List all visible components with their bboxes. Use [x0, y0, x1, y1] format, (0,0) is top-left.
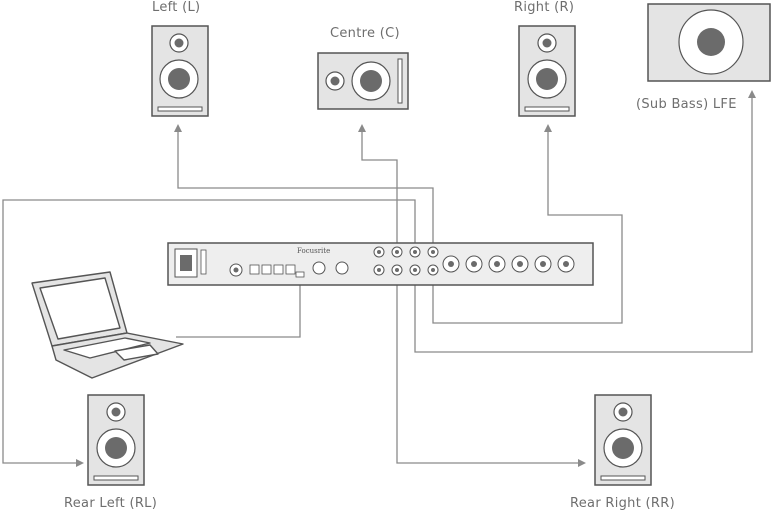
cable-rear-left — [2, 199, 416, 467]
brand-logo: Focusrite — [297, 247, 330, 255]
label-centre: Centre (C) — [330, 26, 400, 41]
cable-rear-right — [396, 276, 586, 467]
laptop-icon — [31, 271, 184, 379]
speaker-centre-icon — [317, 52, 409, 110]
subwoofer-icon — [647, 3, 771, 82]
speaker-left-icon — [151, 25, 209, 117]
cable-lfe — [414, 90, 756, 353]
cable-left — [174, 124, 434, 258]
label-sub: (Sub Bass) LFE — [636, 97, 737, 112]
cable-centre — [358, 124, 398, 258]
cable-right — [432, 124, 623, 324]
cable-lines — [2, 90, 756, 467]
label-right: Right (R) — [514, 0, 575, 15]
speaker-rear-left-icon — [87, 394, 145, 486]
audio-interface-icon: Focusrite — [167, 242, 594, 286]
cable-usb — [176, 278, 301, 338]
label-left: Left (L) — [152, 0, 201, 15]
label-rear-left: Rear Left (RL) — [64, 496, 158, 511]
speaker-rear-right-icon — [594, 394, 652, 486]
speaker-right-icon — [518, 25, 576, 117]
label-rear-right: Rear Right (RR) — [570, 496, 675, 511]
